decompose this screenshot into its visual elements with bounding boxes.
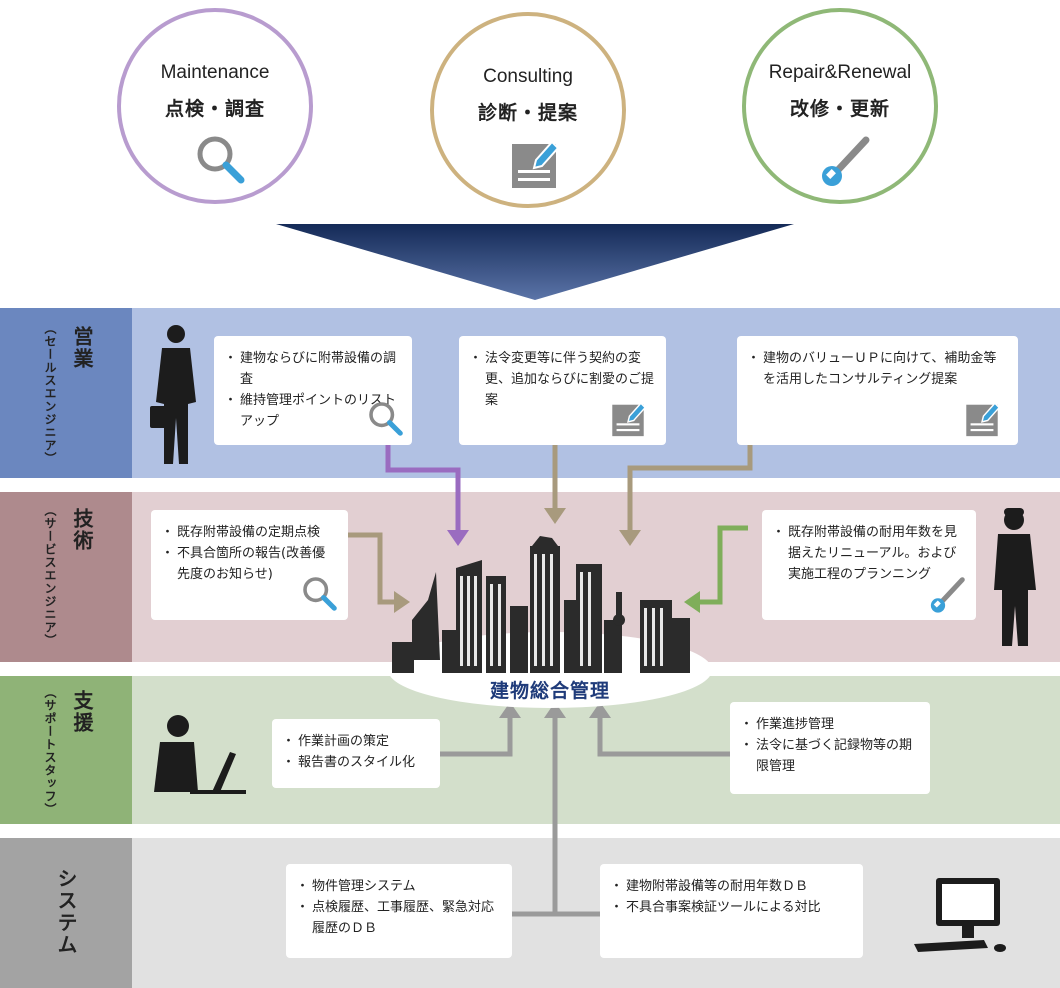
arrowhead: [499, 702, 521, 718]
arrowhead: [684, 591, 700, 613]
arrow-tan: [627, 445, 753, 535]
box-item: 建物ならびに附帯設備の調査: [224, 348, 402, 390]
box-item: 建物附帯設備等の耐用年数ＤＢ: [610, 876, 853, 897]
funnel-arrow: [276, 224, 794, 300]
box-item: 不具合事案検証ツールによる対比: [610, 897, 853, 918]
service-circle-maintenance: Maintenance 点検・調査: [117, 8, 313, 204]
box-item: 法令に基づく記録物等の期限管理: [740, 735, 920, 777]
box-item: 作業進捗管理: [740, 714, 920, 735]
wrench-icon: [822, 136, 870, 186]
band-title: システム: [54, 868, 78, 956]
service-box-2: 既存附帯設備の耐用年数を見据えたリニューアル。および実施工程のプランニング: [762, 510, 976, 620]
arrowhead: [589, 702, 611, 718]
city-illustration: [388, 536, 712, 708]
service-title: Repair&Renewal: [768, 62, 912, 83]
wrench-icon: [930, 577, 965, 613]
band-title: 支援: [70, 690, 94, 734]
band-label: 支援 （サポートスタッフ）: [0, 676, 132, 824]
document-edit-icon: [512, 140, 560, 188]
box-item: 法令変更等に伴う契約の変更、追加ならびに割愛のご提案: [469, 348, 656, 411]
search-icon: [303, 577, 337, 611]
band-label: システム: [0, 838, 132, 988]
system-box-2: 建物附帯設備等の耐用年数ＤＢ 不具合事案検証ツールによる対比: [600, 864, 863, 958]
box-item: 作業計画の策定: [282, 731, 430, 752]
arrow-green: [698, 525, 748, 605]
service-subtitle: 改修・更新: [789, 98, 890, 120]
band-title: 技術: [70, 508, 94, 552]
arrowhead: [544, 702, 566, 718]
arrowhead: [447, 530, 469, 546]
service-subtitle: 点検・調査: [164, 98, 265, 120]
arrow-gray: [440, 716, 513, 757]
system-box-1: 物件管理システム 点検履歴、工事履歴、緊急対応履歴のＤＢ: [286, 864, 512, 958]
box-item: 既存附帯設備の耐用年数を見据えたリニューアル。および実施工程のプランニング: [772, 522, 966, 585]
service-subtitle: 診断・提案: [477, 102, 578, 124]
arrow-gray: [597, 716, 730, 757]
computer-icon: [914, 878, 1006, 952]
box-item: 建物のバリューＵＰに向けて、補助金等を活用したコンサルティング提案: [747, 348, 1008, 390]
arrow-tan: [348, 532, 398, 605]
worker-icon: [994, 508, 1036, 646]
businessman-icon: [150, 325, 196, 464]
support-box-2: 作業進捗管理 法令に基づく記録物等の期限管理: [730, 702, 930, 794]
band-subtitle: （サービスエンジニア）: [43, 504, 57, 647]
arrowhead: [544, 508, 566, 524]
service-title: Consulting: [483, 66, 573, 87]
box-item: 報告書のスタイル化: [282, 752, 430, 773]
box-item: 不具合箇所の報告(改善優先度のお知らせ): [161, 543, 338, 585]
support-box-1: 作業計画の策定 報告書のスタイル化: [272, 719, 440, 788]
band-title: 営業: [70, 326, 94, 370]
document-edit-icon: [966, 402, 1001, 437]
support-staff-icon: [154, 715, 246, 794]
box-item: 物件管理システム: [296, 876, 502, 897]
box-item: 点検履歴、工事履歴、緊急対応履歴のＤＢ: [296, 897, 502, 939]
box-item: 既存附帯設備の定期点検: [161, 522, 338, 543]
band-subtitle: （サポートスタッフ）: [43, 686, 57, 816]
band-label: 営業 （セールスエンジニア）: [0, 308, 132, 478]
service-title: Maintenance: [160, 62, 270, 83]
arrowhead: [619, 530, 641, 546]
arrow-purple: [385, 445, 461, 535]
center-label: 建物総合管理: [489, 680, 610, 702]
band-label: 技術 （サービスエンジニア）: [0, 492, 132, 662]
arrowhead: [394, 591, 410, 613]
sales-box-3: 建物のバリューＵＰに向けて、補助金等を活用したコンサルティング提案: [737, 336, 1018, 445]
document-edit-icon: [612, 402, 647, 437]
service-box-1: 既存附帯設備の定期点検 不具合箇所の報告(改善優先度のお知らせ): [151, 510, 348, 620]
box-item: 維持管理ポイントのリストアップ: [224, 390, 402, 432]
band-subtitle: （セールスエンジニア）: [43, 322, 57, 465]
service-circle-repair: Repair&Renewal 改修・更新: [742, 8, 938, 204]
service-circle-consulting: Consulting 診断・提案: [430, 12, 626, 208]
sales-box-2: 法令変更等に伴う契約の変更、追加ならびに割愛のご提案: [459, 336, 666, 445]
search-icon: [369, 402, 403, 436]
sales-box-1: 建物ならびに附帯設備の調査 維持管理ポイントのリストアップ: [214, 336, 412, 445]
search-icon: [197, 136, 245, 184]
